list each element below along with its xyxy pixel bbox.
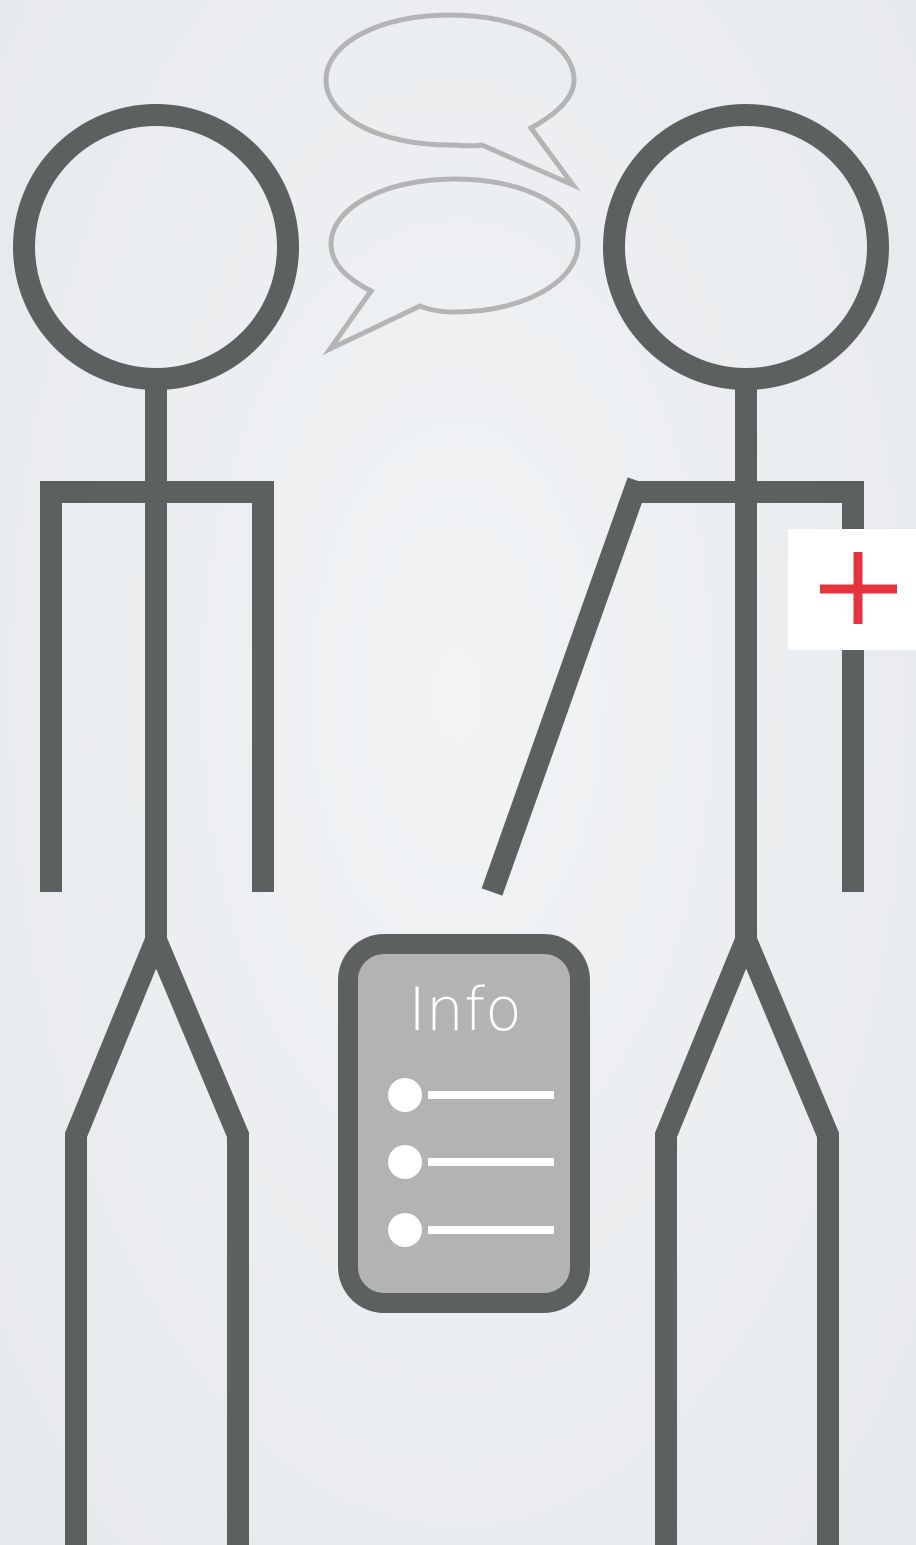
bullet-icon xyxy=(388,1213,422,1247)
doctor-left-leg xyxy=(666,940,746,1545)
doctor-figure xyxy=(492,115,878,1545)
list-line xyxy=(428,1226,554,1234)
speech-bubble-icon xyxy=(326,15,574,185)
patient-head xyxy=(24,115,288,379)
bullet-icon xyxy=(388,1145,422,1179)
medical-armband xyxy=(788,529,916,650)
bullet-icon xyxy=(388,1078,422,1112)
patient-left-leg xyxy=(76,940,156,1545)
patient-figure xyxy=(24,115,288,1545)
patient-right-leg xyxy=(156,940,238,1545)
list-line xyxy=(428,1158,554,1166)
doctor-right-leg xyxy=(746,940,828,1545)
doctor-extended-arm xyxy=(492,481,638,892)
list-line xyxy=(428,1091,554,1099)
document-title: Info xyxy=(408,975,522,1045)
speech-bubble-icon xyxy=(330,179,578,349)
doctor-head xyxy=(614,115,878,379)
info-document: Info xyxy=(348,944,580,1303)
